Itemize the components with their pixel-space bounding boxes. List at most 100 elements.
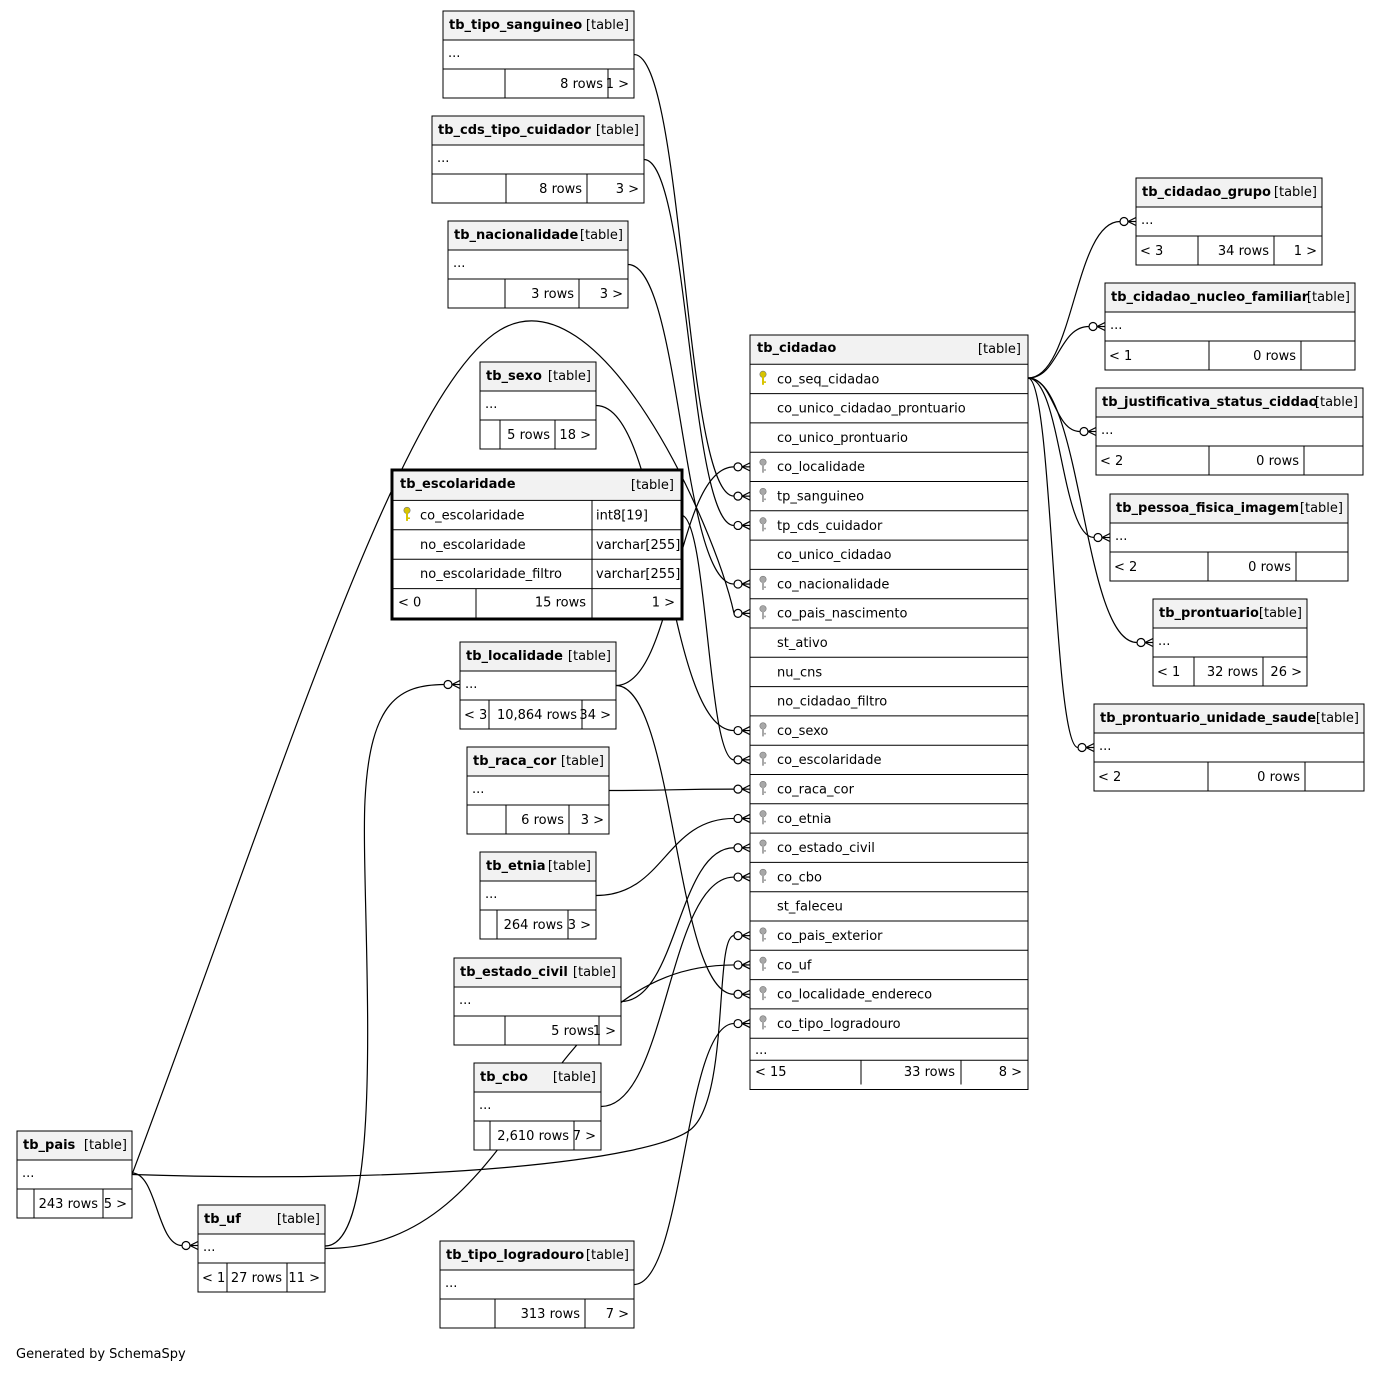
table-tb-justificativa-status-ciddao[interactable]: tb_justificativa_status_ciddao[table]...… — [1095, 387, 1364, 476]
relationship-edges — [131, 53, 1154, 1286]
foreign-key-icon — [759, 986, 767, 1001]
column-name: tp_cds_cuidador — [777, 519, 883, 534]
table-row-count: 313 rows — [521, 1307, 581, 1322]
crow-foot-marker — [733, 520, 751, 531]
column-row[interactable]: co_tipo_logradouro — [759, 1015, 901, 1032]
table-type-label: [table] — [1316, 711, 1359, 726]
table-type-label: [table] — [586, 1248, 629, 1263]
table-name: tb_cidadao — [757, 341, 836, 356]
column-row[interactable]: st_ativo — [777, 636, 828, 651]
table-row-count: 0 rows — [1253, 349, 1296, 364]
crow-foot-marker — [733, 843, 751, 853]
table-parents-count: < 2 — [1114, 560, 1137, 575]
column-row[interactable]: st_faleceu — [777, 900, 843, 915]
table-name: tb_prontuario — [1159, 606, 1259, 621]
table-more-columns: ... — [448, 46, 460, 61]
relationship-edge — [131, 320, 735, 1175]
column-name: no_escolaridade — [420, 538, 526, 553]
column-name: co_unico_prontuario — [777, 431, 908, 446]
table-tb-cidadao[interactable]: tb_cidadao[table]co_seq_cidadaoco_unico_… — [749, 334, 1029, 1090]
table-type-label: [table] — [84, 1138, 127, 1153]
foreign-key-icon — [759, 780, 767, 795]
table-type-label: [table] — [631, 478, 674, 493]
table-type-label: [table] — [1274, 185, 1317, 200]
column-name: co_unico_cidadao — [777, 548, 891, 563]
column-name: co_localidade — [777, 460, 865, 475]
table-name: tb_etnia — [486, 859, 546, 874]
column-name: co_escolaridade — [777, 753, 881, 768]
column-row[interactable]: co_estado_civil — [759, 839, 875, 856]
table-row-count: 0 rows — [1257, 770, 1300, 785]
column-row[interactable]: co_sexo — [759, 722, 829, 739]
crow-foot-marker — [733, 960, 751, 970]
column-row[interactable]: co_raca_cor — [759, 780, 855, 798]
table-children-count: 1 > — [606, 77, 629, 92]
column-row[interactable]: co_unico_cidadao_prontuario — [777, 402, 966, 417]
crow-foot-marker — [181, 1240, 199, 1251]
column-row[interactable]: co_pais_nascimento — [759, 605, 908, 622]
column-name: co_nacionalidade — [777, 577, 889, 592]
column-row[interactable]: nu_cns — [777, 665, 822, 680]
column-row[interactable]: co_seq_cidadao — [759, 370, 880, 387]
column-name: co_estado_civil — [777, 841, 875, 856]
table-name: tb_nacionalidade — [454, 228, 578, 243]
foreign-key-icon — [759, 487, 767, 502]
column-name: co_escolaridade — [420, 508, 524, 523]
relationship-edge — [1027, 220, 1121, 379]
column-name: co_pais_nascimento — [777, 607, 907, 622]
column-row[interactable]: co_localidade_endereco — [759, 986, 932, 1003]
table-more-columns: ... — [465, 677, 477, 692]
crow-foot-marker — [1077, 742, 1095, 753]
column-row[interactable]: co_localidade — [759, 458, 865, 475]
foreign-key-icon — [759, 458, 767, 473]
table-type-label: [table] — [277, 1212, 320, 1227]
crow-foot-marker — [733, 872, 751, 882]
column-row[interactable]: tp_sanguineo — [759, 487, 864, 505]
foreign-key-icon — [759, 868, 767, 883]
table-more-columns: ... — [1115, 529, 1127, 544]
column-row[interactable]: co_pais_exterior — [759, 927, 883, 944]
table-children-count: 1 > — [1294, 244, 1317, 259]
relationship-edge — [1027, 325, 1090, 379]
table-more-columns: ... — [203, 1240, 215, 1255]
table-tb-prontuario-unidade-saude[interactable]: tb_prontuario_unidade_saude[table]...< 2… — [1093, 703, 1365, 792]
column-row[interactable]: co_nacionalidade — [759, 575, 890, 592]
table-children-count: 1 > — [593, 1024, 616, 1039]
table-parents-count: < 3 — [1140, 244, 1163, 259]
column-row[interactable]: no_cidadao_filtro — [777, 695, 887, 710]
table-children-count: 8 > — [999, 1065, 1022, 1080]
column-row[interactable]: co_unico_prontuario — [777, 431, 908, 446]
table-row-count: 3 rows — [531, 287, 574, 302]
table-type-label: [table] — [1300, 501, 1343, 516]
column-row[interactable]: tp_cds_cuidador — [759, 517, 883, 534]
column-row[interactable]: co_cbo — [759, 868, 822, 885]
column-row[interactable]: co_etnia — [759, 810, 832, 827]
column-row[interactable]: co_uf — [759, 956, 812, 973]
table-type-label: [table] — [580, 228, 623, 243]
table-type-label: [table] — [568, 649, 611, 664]
column-row[interactable]: co_escolaridade — [759, 751, 882, 768]
column-row[interactable]: co_unico_cidadao — [777, 548, 891, 563]
foreign-key-icon — [759, 927, 767, 942]
relationship-edge — [633, 1022, 735, 1286]
